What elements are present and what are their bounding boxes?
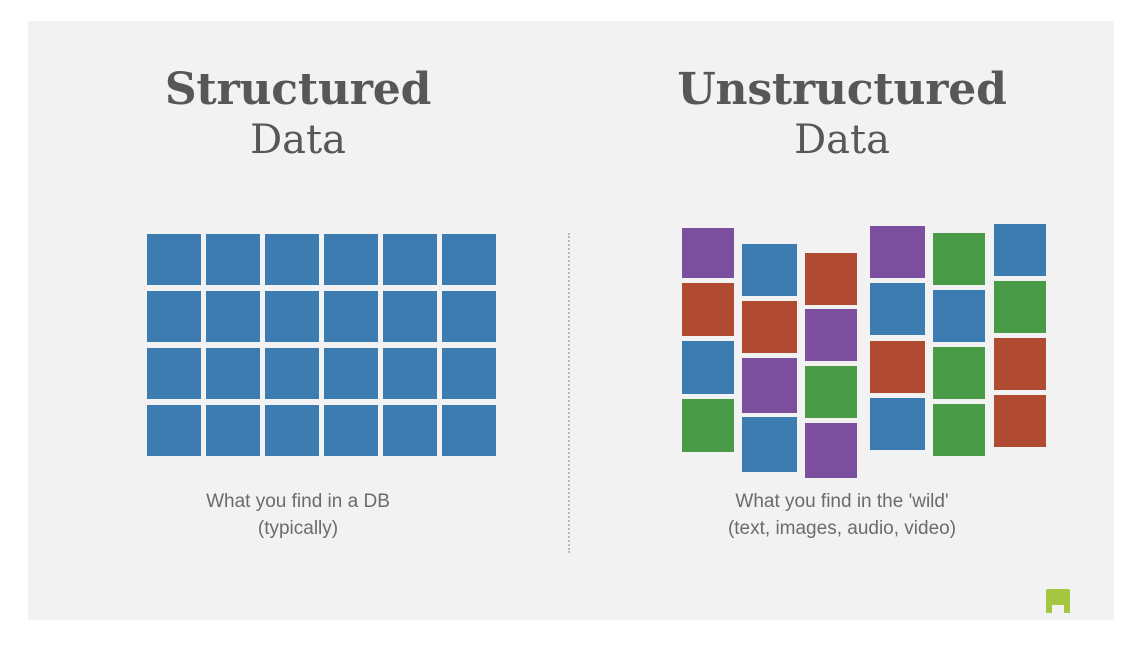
unstructured-tile	[682, 228, 734, 278]
unstructured-tile	[870, 226, 925, 278]
structured-tile	[383, 348, 437, 399]
unstructured-tile	[742, 244, 797, 296]
panel-structured: Structured Data What you find in a DB (t…	[28, 21, 568, 620]
unstructured-tile	[742, 358, 797, 413]
structured-title-sub: Data	[250, 117, 346, 164]
structured-tile	[442, 291, 496, 342]
unstructured-title-main: Unstructured	[677, 64, 1007, 115]
structured-tile	[383, 291, 437, 342]
unstructured-tile	[682, 341, 734, 394]
structured-tile	[265, 405, 319, 456]
unstructured-tile	[870, 398, 925, 450]
unstructured-tile	[805, 423, 857, 478]
structured-tile	[206, 405, 260, 456]
structured-tile	[442, 234, 496, 285]
unstructured-tile	[742, 417, 797, 472]
structured-tile	[383, 405, 437, 456]
unstructured-tile	[994, 395, 1046, 447]
structured-tile	[265, 234, 319, 285]
structured-tile	[206, 348, 260, 399]
structured-tile	[324, 405, 378, 456]
unstructured-tile	[870, 341, 925, 393]
unstructured-tile	[870, 283, 925, 335]
structured-tile	[147, 234, 201, 285]
structured-tile	[442, 405, 496, 456]
unstructured-caption: What you find in the 'wild' (text, image…	[570, 489, 1114, 543]
unstructured-tile	[805, 309, 857, 361]
structured-tile	[206, 291, 260, 342]
unstructured-tile	[805, 253, 857, 305]
unstructured-tile	[933, 233, 985, 285]
structured-title-main: Structured	[164, 64, 432, 115]
structured-tile	[324, 291, 378, 342]
structured-tile	[147, 348, 201, 399]
unstructured-tile	[742, 301, 797, 353]
structured-tile	[147, 291, 201, 342]
brand-logo-icon: A	[1044, 587, 1072, 613]
unstructured-title: Unstructured Data	[570, 65, 1114, 163]
structured-tile	[265, 291, 319, 342]
structured-tile	[324, 348, 378, 399]
unstructured-tile	[805, 366, 857, 418]
unstructured-caption-line-1: What you find in the 'wild'	[735, 491, 949, 512]
unstructured-title-sub: Data	[794, 117, 890, 164]
structured-tile	[383, 234, 437, 285]
structured-tile	[206, 234, 260, 285]
structured-caption-line-2: (typically)	[257, 517, 339, 539]
unstructured-tile	[994, 224, 1046, 276]
structured-title: Structured Data	[28, 65, 568, 163]
structured-tile	[147, 405, 201, 456]
panel-unstructured: Unstructured Data What you find in the '…	[570, 21, 1114, 620]
unstructured-tile	[994, 338, 1046, 390]
structured-caption: What you find in a DB (typically)	[28, 489, 568, 543]
unstructured-tile-grid	[570, 21, 1114, 620]
structured-tile	[442, 348, 496, 399]
slide-canvas: Structured Data What you find in a DB (t…	[28, 21, 1114, 620]
unstructured-caption-line-2: (text, images, audio, video)	[727, 517, 957, 539]
unstructured-tile	[682, 283, 734, 336]
structured-tile	[324, 234, 378, 285]
unstructured-tile	[933, 404, 985, 456]
unstructured-tile	[933, 347, 985, 399]
panel-divider	[568, 233, 570, 553]
unstructured-tile	[933, 290, 985, 342]
unstructured-tile	[682, 399, 734, 452]
unstructured-tile	[994, 281, 1046, 333]
structured-tile	[265, 348, 319, 399]
structured-tile-grid	[28, 21, 568, 620]
structured-caption-line-1: What you find in a DB	[206, 491, 390, 512]
